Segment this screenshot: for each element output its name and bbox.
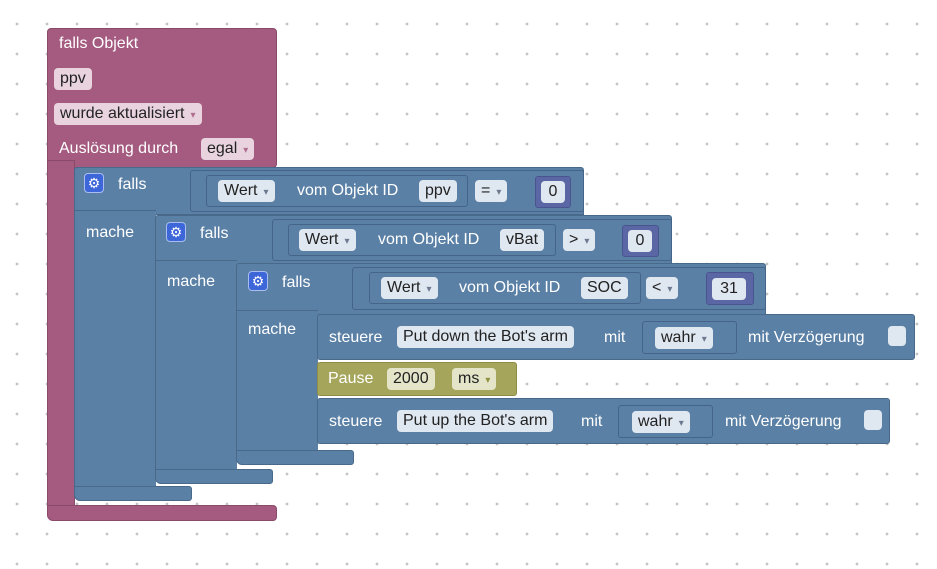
if-1-mache-label: mache [86, 224, 135, 241]
if-1-operator-dropdown[interactable]: =▾ [475, 180, 508, 202]
pause-duration-field[interactable]: 2000 [387, 368, 435, 390]
chevron-down-icon: ▾ [190, 110, 196, 121]
action-1-target-field[interactable]: Put down the Bot's arm [397, 326, 574, 348]
gear-icon[interactable]: ⚙ [248, 271, 268, 291]
if-2-object-id-text: vBat [506, 231, 539, 248]
event-block-bottom[interactable] [47, 505, 277, 521]
if-1-property-dropdown[interactable]: Wert ▾ [218, 180, 275, 202]
if-1-object-id-field[interactable]: ppv [419, 180, 457, 202]
trigger-by-dropdown[interactable]: egal ▾ [201, 138, 255, 160]
if-block-2-arm[interactable] [155, 260, 237, 475]
if-3-falls-label: falls [282, 274, 311, 291]
object-id-text: ppv [60, 70, 86, 87]
if-block-2-bottom[interactable] [155, 469, 273, 484]
action-3-value-text: wahr [638, 413, 673, 430]
pause-unit-dropdown[interactable]: ms ▾ [452, 368, 497, 390]
action-3-value-dropdown[interactable]: wahr ▾ [632, 411, 690, 433]
if-2-number-field[interactable]: 0 [628, 230, 652, 252]
chevron-down-icon: ▾ [344, 236, 350, 247]
chevron-down-icon: ▾ [678, 418, 684, 429]
if-1-operator-text: = [481, 182, 491, 199]
action-3-delay-checkbox[interactable] [864, 410, 882, 430]
action-1-delay-checkbox[interactable] [888, 326, 906, 346]
chevron-down-icon: ▾ [667, 284, 673, 295]
gear-icon[interactable]: ⚙ [84, 173, 104, 193]
if-1-number-field[interactable]: 0 [541, 181, 565, 203]
if-2-property-dropdown[interactable]: Wert ▾ [299, 229, 356, 251]
action-3-steuere-label: steuere [329, 413, 383, 430]
action-3-target-field[interactable]: Put up the Bot's arm [397, 410, 554, 432]
object-id-field[interactable]: ppv [54, 68, 92, 90]
action-1-steuere-label: steuere [329, 329, 383, 346]
if-3-property-text: Wert [387, 279, 421, 296]
if-block-1-bottom[interactable] [74, 486, 192, 501]
if-1-falls-label: falls [118, 176, 147, 193]
if-2-operator-text: > [569, 231, 579, 248]
action-3-target-text: Put up the Bot's arm [403, 412, 548, 429]
chevron-down-icon: ▾ [426, 284, 432, 295]
chevron-down-icon: ▾ [263, 187, 269, 198]
if-3-operator-dropdown[interactable]: <▾ [646, 277, 679, 299]
action-1-target-text: Put down the Bot's arm [403, 328, 568, 345]
if-3-object-id-field[interactable]: SOC [581, 277, 628, 299]
if-3-of-object-label: vom Objekt ID [459, 279, 561, 296]
trigger-by-text: egal [207, 140, 238, 157]
event-block-arm[interactable] [47, 160, 75, 512]
if-2-operator-dropdown[interactable]: >▾ [563, 229, 596, 251]
chevron-down-icon: ▾ [496, 187, 502, 198]
trigger-mode-text: wurde aktualisiert [60, 105, 185, 122]
action-1-value-text: wahr [661, 329, 696, 346]
if-block-1-arm[interactable] [74, 210, 156, 490]
if-3-number-field[interactable]: 31 [712, 278, 746, 300]
chevron-down-icon: ▾ [243, 145, 249, 156]
if-2-object-id-field[interactable]: vBat [500, 229, 545, 251]
if-block-3-bottom[interactable] [236, 450, 354, 465]
if-1-of-object-label: vom Objekt ID [297, 182, 399, 199]
chevron-down-icon: ▾ [584, 236, 590, 247]
action-1-mit-label: mit [604, 329, 626, 346]
event-header-label: falls Objekt [59, 35, 139, 52]
if-1-property-text: Wert [224, 182, 258, 199]
pause-unit-text: ms [458, 370, 480, 387]
pause-duration-text: 2000 [393, 370, 429, 387]
if-1-object-id-text: ppv [425, 182, 451, 199]
if-3-property-dropdown[interactable]: Wert ▾ [381, 277, 438, 299]
if-3-object-id-text: SOC [587, 279, 622, 296]
action-3-mit-label: mit [581, 413, 603, 430]
trigger-mode-dropdown[interactable]: wurde aktualisiert ▾ [54, 103, 202, 125]
if-2-of-object-label: vom Objekt ID [378, 231, 480, 248]
trigger-by-label: Auslösung durch [59, 140, 179, 157]
if-3-operator-text: < [652, 279, 662, 296]
gear-icon[interactable]: ⚙ [166, 222, 186, 242]
if-2-property-text: Wert [305, 231, 339, 248]
chevron-down-icon: ▾ [485, 375, 491, 386]
if-3-mache-label: mache [248, 321, 297, 338]
pause-label: Pause [328, 370, 374, 387]
action-1-value-dropdown[interactable]: wahr ▾ [655, 327, 713, 349]
action-1-delay-label: mit Verzögerung [748, 329, 865, 346]
if-2-mache-label: mache [167, 273, 216, 290]
chevron-down-icon: ▾ [701, 334, 707, 345]
if-2-falls-label: falls [200, 225, 229, 242]
action-3-delay-label: mit Verzögerung [725, 413, 842, 430]
